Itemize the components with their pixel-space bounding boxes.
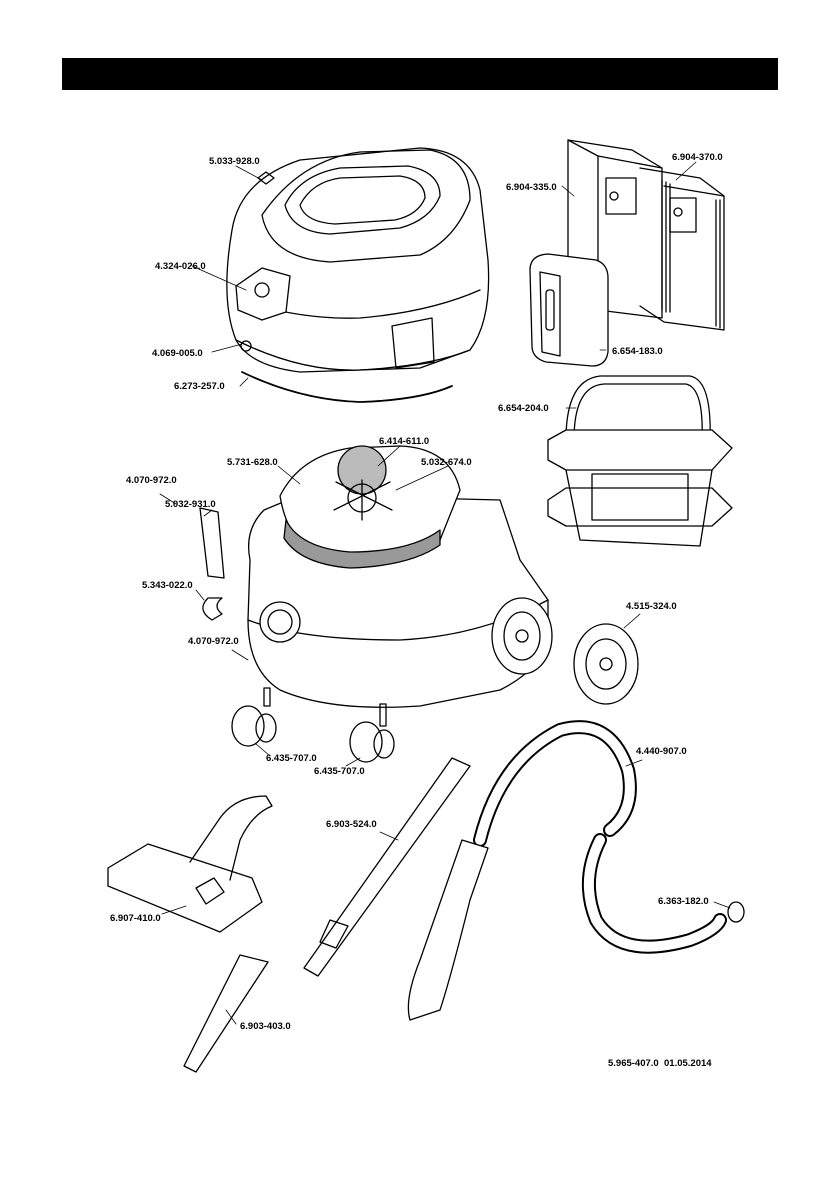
motor-head-illustration [227, 148, 489, 402]
part-label-6904335: 6.904-335.0 [506, 182, 557, 193]
part-label-4440907: 4.440-907.0 [636, 746, 687, 757]
floor-nozzle-illustration [108, 796, 272, 932]
part-label-4324026: 4.324-026.0 [155, 261, 206, 272]
part-label-4070972-a: 4.070-972.0 [126, 475, 177, 486]
part-label-5033928: 5.033-928.0 [209, 156, 260, 167]
doc-date: 01.05.2014 [664, 1058, 712, 1069]
part-label-4069005: 4.069-005.0 [152, 348, 203, 359]
container-illustration [200, 446, 548, 707]
crevice-nozzle-illustration [184, 955, 268, 1072]
doc-number: 5.965-407.0 [608, 1058, 659, 1069]
part-label-6435707-b: 6.435-707.0 [314, 766, 365, 777]
part-label-4070972-b: 4.070-972.0 [188, 636, 239, 647]
part-label-6903403: 6.903-403.0 [240, 1021, 291, 1032]
part-label-6273257: 6.273-257.0 [174, 381, 225, 392]
part-label-6435707-a: 6.435-707.0 [266, 753, 317, 764]
part-label-6654183: 6.654-183.0 [612, 346, 663, 357]
part-label-5731628: 5.731-628.0 [227, 457, 278, 468]
footer: 5.965-407.0 01.05.2014 [608, 1058, 712, 1069]
part-label-6907410: 6.907-410.0 [110, 913, 161, 924]
part-label-5343022: 5.343-022.0 [142, 580, 193, 591]
part-label-6363182: 6.363-182.0 [658, 896, 709, 907]
filter-basket-illustration [548, 376, 732, 546]
part-label-5032931: 5.032-931.0 [165, 499, 216, 510]
cartridge-filter-illustration [530, 254, 608, 366]
part-label-6414611: 6.414-611.0 [379, 436, 429, 447]
part-label-5032674: 5.032-674.0 [421, 457, 472, 468]
part-label-4515324: 4.515-324.0 [626, 601, 677, 612]
part-label-6903524: 6.903-524.0 [326, 819, 377, 830]
part-label-6904370: 6.904-370.0 [672, 152, 723, 163]
part-label-6654204: 6.654-204.0 [498, 403, 549, 414]
